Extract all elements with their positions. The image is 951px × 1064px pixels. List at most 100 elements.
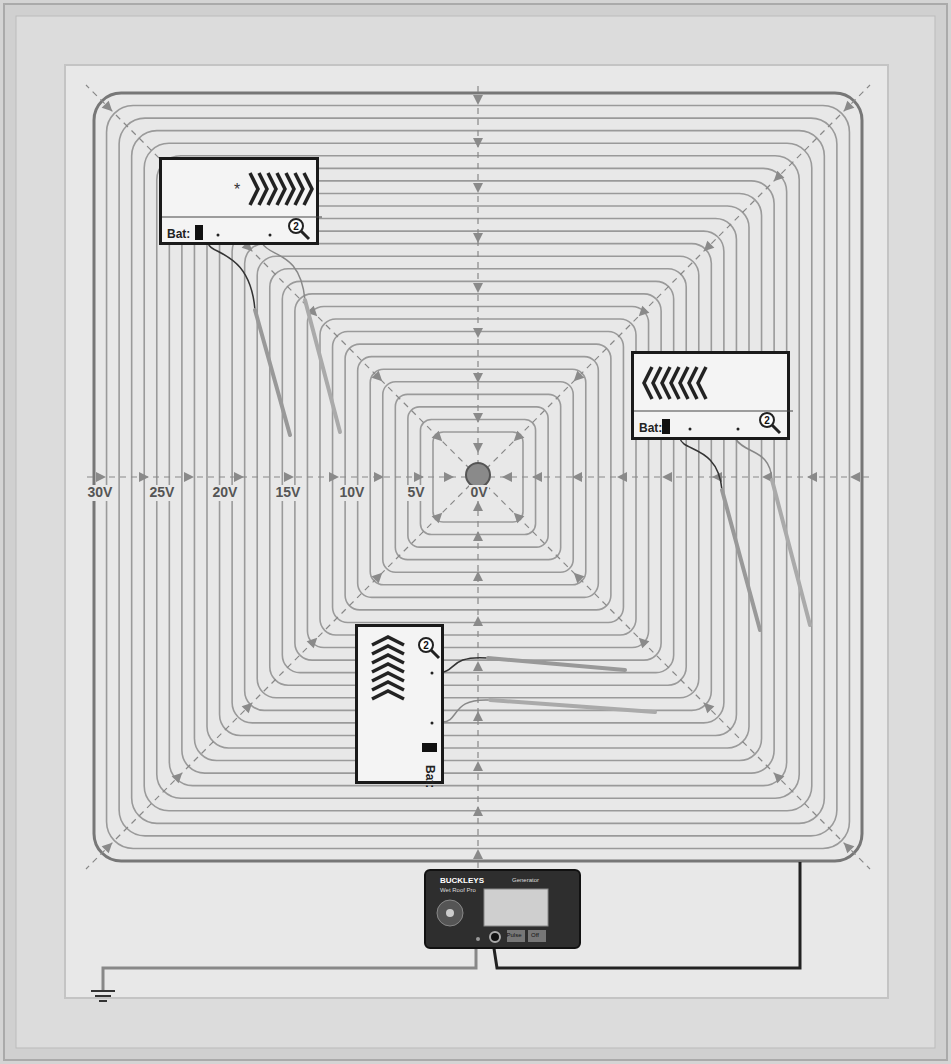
frame [4,4,947,1060]
led [737,428,740,431]
battery-label: Bat: [167,228,190,241]
frame-inner [16,16,935,1048]
chevron [250,173,258,205]
field-arrow [704,241,715,252]
field-arrow [514,513,525,524]
battery-icon [422,743,437,752]
field-arrow [329,472,339,482]
field-arrow [662,472,672,482]
led [431,672,434,675]
field-arrow [473,571,483,581]
chevron [372,691,404,699]
chevron [680,367,688,399]
voltage-label: 0V [469,485,488,500]
chevron [689,367,697,399]
field-arrow [307,638,318,649]
field-arrow [473,711,483,721]
field-arrow [172,773,183,784]
field-arrow [844,843,855,854]
chevron [286,173,294,205]
field-arrow [639,306,650,317]
divider [162,217,322,218]
meter-unit: Bat: [355,624,444,784]
field-arrow [473,138,483,148]
field-arrow [532,472,542,482]
field-arrow [284,472,294,482]
chevron [259,173,267,205]
callout-number: 2 [764,415,770,426]
unit-text: BUCKLEYS [440,877,484,886]
logo [446,909,454,917]
voltage-label: 10V [339,485,366,500]
button [528,930,546,942]
field-arrow [844,101,855,112]
magnifier-handle [301,231,309,239]
chevron [372,682,404,690]
field-line [420,419,535,534]
field-arrow [374,472,384,482]
ground-symbol [91,991,115,1001]
field-line [370,369,586,585]
field-arrow [473,283,483,293]
chevron [372,655,404,663]
chevron [304,173,312,205]
field-arrow [572,472,582,482]
screen [484,889,548,926]
battery-icon [195,225,203,240]
field-arrow [850,472,860,482]
field-arrow [184,472,194,482]
field-arrow [473,373,483,383]
field-arrow [473,443,483,453]
magnifier-handle [431,650,439,658]
field-line [169,168,786,785]
field-arrow [242,703,253,714]
field-arrow [234,472,244,482]
led [269,234,272,237]
field-line [333,332,624,623]
field-arrow [473,501,483,511]
logo [437,900,463,926]
field-arrow [502,472,512,482]
button-label: Off [531,932,539,939]
field-arrow [102,843,113,854]
battery-label: Bat: [423,765,436,788]
field-arrow [514,431,525,442]
magnifier-handle [772,425,780,433]
voltage-label: 30V [87,485,114,500]
voltage-label: 15V [275,485,302,500]
leak-point [466,463,490,487]
voltage-label: 5V [406,485,425,500]
field-arrow [617,472,627,482]
magnifier-icon [419,638,433,652]
button-label: Pulse [506,932,521,939]
axis-line [86,477,478,869]
chevron [372,673,404,681]
voltage-label: 20V [212,485,239,500]
field-arrow [574,573,585,584]
chevron [653,367,661,399]
field-arrow [444,472,454,482]
chevron [268,173,276,205]
field-arrow [432,513,443,524]
unit-text: Wet Roof Pro [440,887,476,894]
field-arrow [574,371,585,382]
unit-text: Generator [512,877,539,884]
chevron [698,367,706,399]
chevron [372,664,404,672]
field-line [182,181,774,773]
field-arrow [139,472,149,482]
chevron [662,367,670,399]
field-arrow [473,661,483,671]
ground-wire [103,944,476,990]
probes [208,243,810,722]
field-arrow [774,773,785,784]
chevron [372,646,404,654]
divider [634,411,793,412]
field-lines [86,85,870,869]
terminal [476,937,480,941]
led [217,234,220,237]
field-arrow [102,101,113,112]
field-line [270,269,686,685]
field-arrow [473,183,483,193]
field-arrow [639,638,650,649]
